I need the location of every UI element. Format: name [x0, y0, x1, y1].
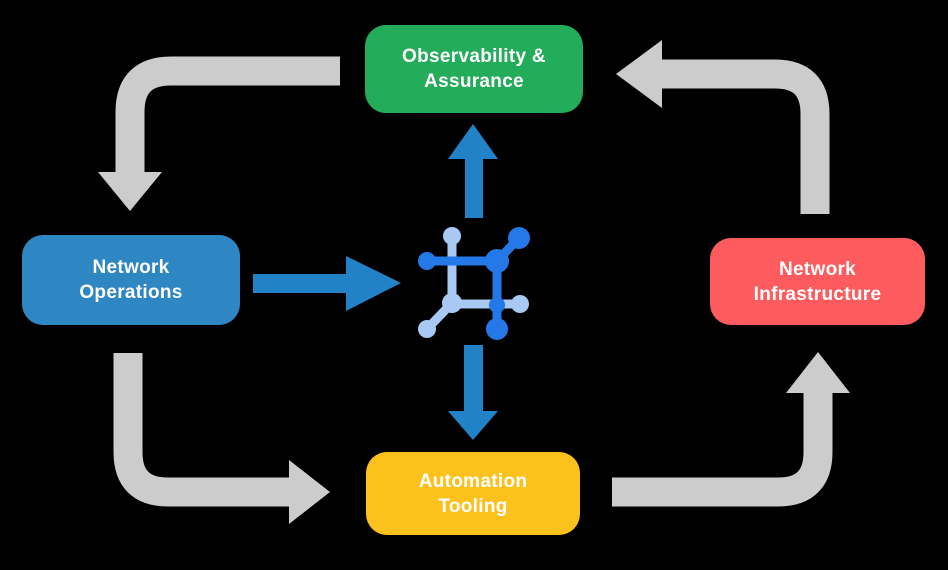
- cycle-arrow-infrastructure-to-observability-icon: [616, 40, 830, 214]
- flow-arrow-operations-to-center-icon: [253, 256, 401, 311]
- node-label-line: Assurance: [424, 71, 524, 92]
- cycle-arrow-operations-to-automation-icon: [113, 353, 330, 524]
- node-label-line: Network: [92, 257, 170, 278]
- cycle-arrow-observability-to-operations-icon: [98, 56, 340, 211]
- node-network-infrastructure: Network Infrastructure: [710, 238, 925, 325]
- node-label-line: Tooling: [438, 495, 508, 517]
- flow-arrow-center-to-observability-icon: [448, 124, 498, 218]
- node-observability-assurance: Observability & Assurance: [365, 25, 583, 113]
- cycle-arrow-automation-to-infrastructure-icon: [612, 352, 850, 507]
- node-label-line: Network: [778, 258, 857, 280]
- flow-arrow-center-to-automation-icon: [448, 345, 498, 440]
- node-label-line: Automation: [418, 470, 528, 492]
- node-label-line: Operations: [79, 282, 183, 303]
- node-label-line: Infrastructure: [753, 283, 882, 305]
- node-network-operations: Network Operations: [22, 235, 240, 325]
- network-mesh-icon: [418, 227, 530, 340]
- node-automation-tooling: Automation Tooling: [366, 452, 580, 535]
- node-label-line: Observability &: [402, 46, 546, 67]
